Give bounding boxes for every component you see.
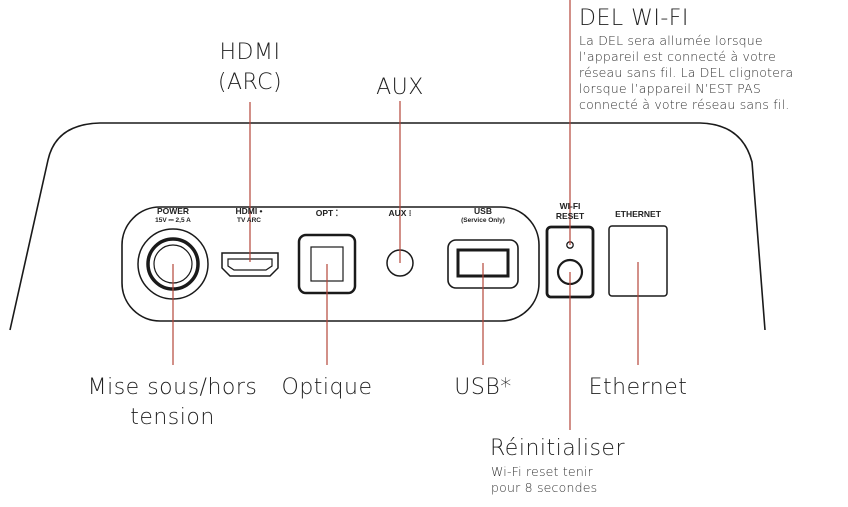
panel-label-opt-text: OPT ⁚ — [315, 208, 339, 218]
panel-label-hdmi: HDMI • TV ARC — [218, 206, 280, 226]
panel-label-wifi: WI-FI RESET — [545, 201, 595, 221]
panel-label-ethernet: ETHERNET — [604, 209, 672, 219]
panel-label-hdmi-sub: TV ARC — [237, 217, 261, 224]
panel-label-aux: AUX ⁝ — [378, 208, 422, 218]
panel-label-usb-text: USB — [474, 206, 492, 216]
panel-label-aux-text: AUX ⁝ — [388, 208, 412, 218]
callout-hdmi-arc: HDMI (ARC) — [217, 40, 283, 95]
callout-led-title: DEL WI-FI — [579, 6, 689, 31]
callout-ethernet: Ethernet — [588, 375, 688, 400]
port-panel — [121, 206, 540, 322]
panel-label-ethernet-text: ETHERNET — [615, 209, 661, 219]
callout-reset-title: Réinitialiser — [490, 436, 625, 461]
hdmi-port — [221, 252, 279, 277]
panel-label-usb: USB (Service Only) — [448, 206, 518, 226]
panel-label-power: POWER 15V ⎓ 2,5 A — [142, 206, 204, 226]
panel-label-power-text: POWER — [156, 206, 190, 216]
callout-reset-description: Wi-Fi reset tenir pour 8 secondes — [491, 464, 598, 495]
callout-led-description: La DEL sera allumée lorsque l’appareil e… — [579, 33, 794, 112]
leader-lines — [172, 0, 639, 430]
hdmi-port-inner — [227, 258, 273, 271]
panel-label-power-rating: 15V ⎓ 2,5 A — [155, 217, 191, 224]
panel-label-wifi-text: WI-FI — [559, 201, 581, 211]
panel-label-opt: OPT ⁚ — [302, 208, 352, 218]
callout-power: Mise sous/hors tension — [87, 375, 258, 430]
callout-usb: USB* — [454, 375, 512, 400]
callout-optical: Optique — [281, 375, 373, 400]
panel-label-hdmi-text: HDMI • — [235, 206, 263, 216]
panel-label-wifi-sub: RESET — [555, 211, 585, 221]
callout-aux: AUX — [376, 75, 424, 100]
panel-label-usb-sub: (Service Only) — [461, 217, 505, 224]
